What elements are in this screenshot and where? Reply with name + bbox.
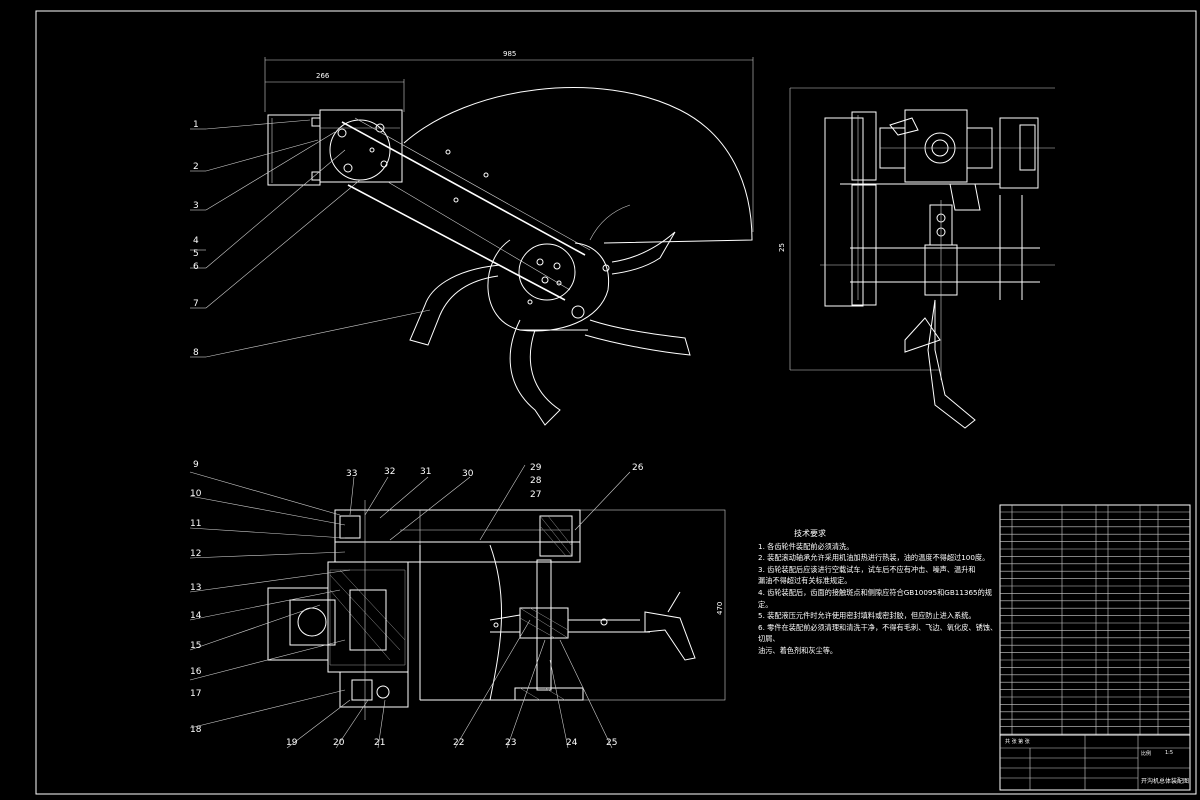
sheet-border [35,10,1197,795]
side-view: 985 266 [264,50,754,426]
note-line: 5. 装配液压元件时允许使用密封填料或密封胶，但应防止进入系统。 [758,611,976,621]
callout-24: 24 [566,738,578,748]
note-line: 4. 齿轮装配后，齿面的接触斑点和侧隙应符合GB10095和GB11365的规定… [758,587,992,609]
note-line: 漏油不得超过有关标准规定。 [758,576,852,586]
callout-32: 32 [384,467,395,477]
callout-3: 3 [193,201,199,211]
scale-label: 比例 [1141,751,1152,757]
dim-side-height: 25 [778,243,786,252]
parts-rows [1000,511,1190,735]
title-block [999,734,1191,791]
note-line: 1. 各齿轮件装配前必须清洗。 [758,541,854,551]
callout-33: 33 [346,469,357,479]
callout-17: 17 [190,689,201,699]
dim-bottom-right: 470 [716,602,724,615]
note-line: 6. 零件在装配前必须清理和清洗干净，不得有毛刺、飞边、氧化皮、锈蚀、切屑、 [758,622,998,644]
callout-26: 26 [632,463,644,473]
callout-19: 19 [286,738,298,748]
notes-title: 技术要求 [794,529,826,538]
parts-list [999,504,1191,736]
callout-11: 11 [190,519,201,529]
dim-overall: 985 [503,50,516,58]
sheet-count: 共 张 第 张 [1005,739,1030,745]
callout-30: 30 [462,469,474,479]
section-view: 470 [267,500,726,720]
callout-25: 25 [606,738,617,748]
note-line: 油污、着色剂和灰尘等。 [758,645,838,655]
dim-arm-width: 266 [316,72,330,80]
callout-4: 4 [193,236,199,246]
callout-29: 29 [530,463,542,473]
callout-1: 1 [193,120,199,130]
front-view: 25 [778,87,1055,429]
callouts-top-left: 1 2 3 4 5 6 7 8 [190,119,431,358]
callout-13: 13 [190,583,201,593]
callout-6: 6 [193,262,199,272]
technical-notes: 技术要求 1. 各齿轮件装配前必须清洗。 2. 装配滚动轴承允许采用机油加热进行… [758,528,998,657]
callout-20: 20 [333,738,345,748]
callout-27: 27 [530,490,541,500]
callout-18: 18 [190,725,202,735]
callout-15: 15 [190,641,201,651]
callout-5: 5 [193,249,199,259]
callout-7: 7 [193,299,199,309]
note-line: 2. 装配滚动轴承允许采用机油加热进行热装，油的温度不得超过100度。 [758,553,990,563]
callout-21: 21 [374,738,385,748]
callout-16: 16 [190,667,202,677]
note-line: 3. 齿轮装配后应该进行空载试车，试车后不应有冲击、噪声、温升和 [758,564,976,574]
callout-12: 12 [190,549,201,559]
scale-value: 1:5 [1165,750,1174,756]
callout-22: 22 [453,738,464,748]
callout-23: 23 [505,738,516,748]
callout-28: 28 [530,476,542,486]
callout-31: 31 [420,467,431,477]
callouts-bottom: 9 10 11 12 13 14 15 16 17 18 19 20 21 22… [189,460,644,749]
callout-9: 9 [193,460,199,470]
callout-14: 14 [190,611,202,621]
drawing-name: 开沟机总体装配图 [1141,778,1190,785]
callout-8: 8 [193,348,199,358]
callout-2: 2 [193,162,199,172]
callout-10: 10 [190,489,202,499]
